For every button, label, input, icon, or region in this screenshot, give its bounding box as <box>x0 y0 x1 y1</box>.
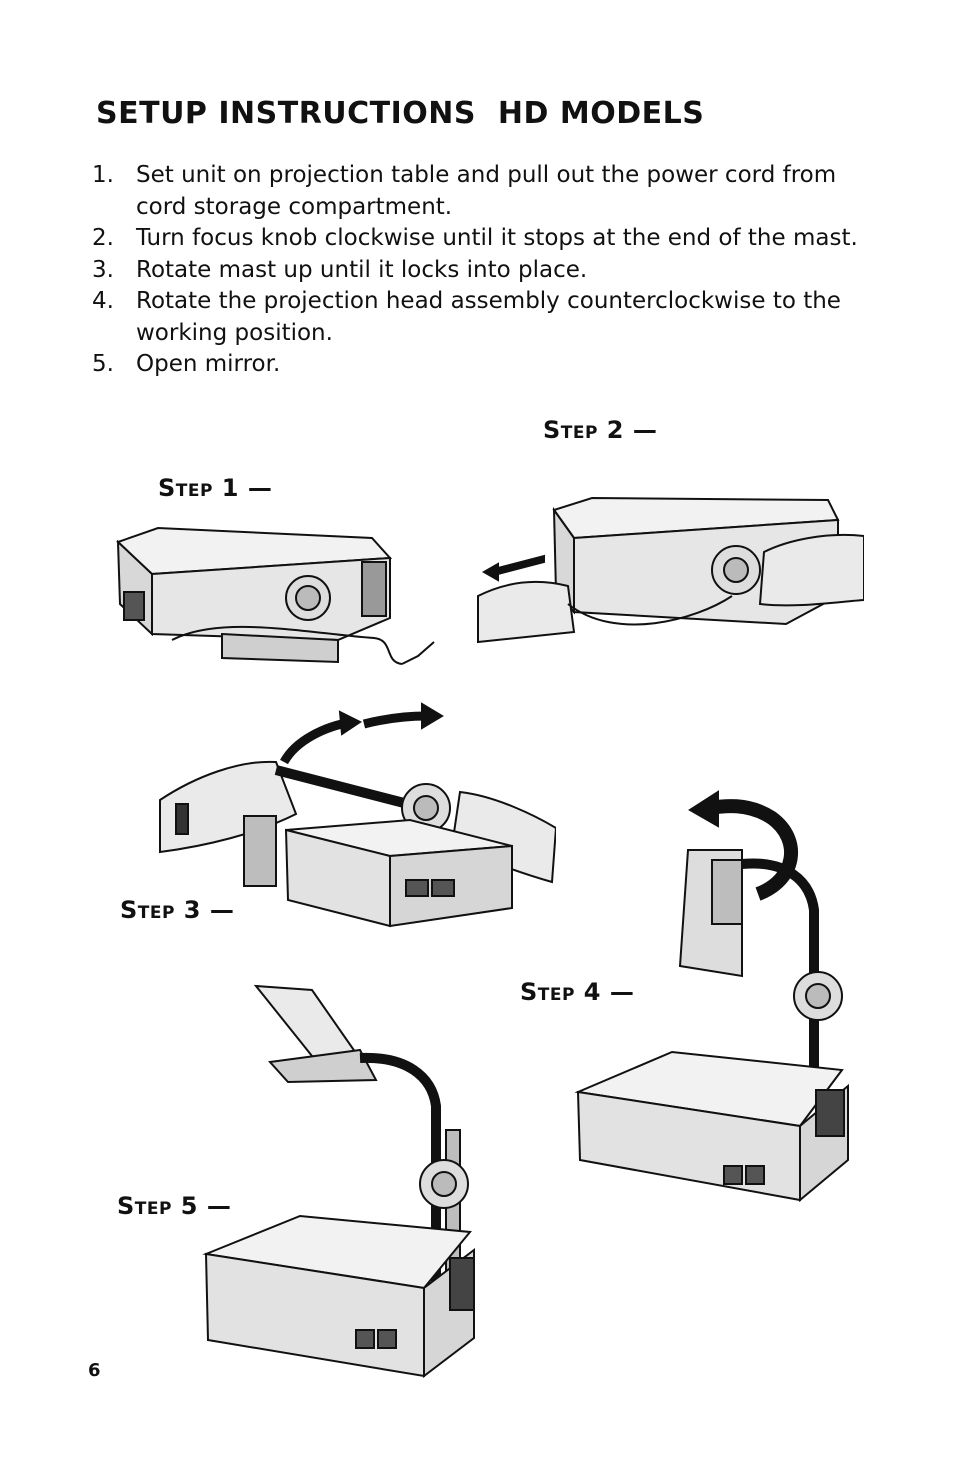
instruction-text: Set unit on projection table and pull ou… <box>136 162 837 220</box>
instruction-item: 5. Open mirror. <box>92 349 892 381</box>
instruction-item: 2. Turn focus knob clockwise until it st… <box>92 223 892 255</box>
step-1-label: Step 1 — <box>158 474 273 502</box>
step-5-illustration <box>200 984 480 1392</box>
step-2-illustration <box>476 492 864 654</box>
instruction-item: 4. Rotate the projection head assembly c… <box>92 286 892 349</box>
instruction-text: Rotate the projection head assembly coun… <box>136 288 841 346</box>
step-2-label: Step 2 — <box>543 416 658 444</box>
instruction-number: 3. <box>92 256 114 283</box>
instruction-text: Open mirror. <box>136 351 281 377</box>
instruction-number: 5. <box>92 351 114 377</box>
instruction-item: 1. Set unit on projection table and pull… <box>92 160 892 223</box>
instruction-text: Rotate mast up until it locks into place… <box>136 256 588 283</box>
instruction-list: 1. Set unit on projection table and pull… <box>92 160 892 381</box>
page-title: SETUP INSTRUCTIONS HD MODELS <box>96 96 705 131</box>
instruction-number: 2. <box>92 225 114 251</box>
step-4-illustration <box>572 790 858 1230</box>
instruction-number: 4. <box>92 288 114 314</box>
step-1-illustration <box>112 522 448 678</box>
step-3-illustration <box>156 696 556 950</box>
step-3-label: Step 3 — <box>120 896 235 924</box>
instruction-text: Turn focus knob clockwise until it stops… <box>136 225 858 251</box>
page-number: 6 <box>88 1360 101 1381</box>
instruction-item: 3. Rotate mast up until it locks into pl… <box>92 255 892 287</box>
instruction-number: 1. <box>92 162 114 188</box>
step-5-label: Step 5 — <box>117 1192 232 1220</box>
step-4-label: Step 4 — <box>520 978 635 1006</box>
